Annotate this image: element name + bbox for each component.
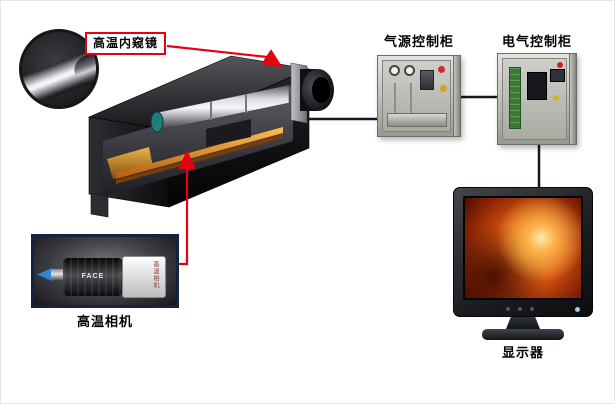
camera-side-marking: 高温相机 bbox=[152, 261, 158, 289]
yellow-knob-icon bbox=[440, 85, 447, 92]
air-cabinet-panel bbox=[382, 60, 451, 132]
air-cabinet-label: 气源控制柜 bbox=[383, 34, 454, 49]
monitor bbox=[453, 187, 593, 317]
camera-photo: FACE 高温相机 bbox=[31, 234, 179, 308]
air-regulator-block bbox=[420, 70, 434, 90]
red-line-endoscope-callout bbox=[166, 44, 283, 68]
lens-opening bbox=[312, 77, 330, 103]
monitor-button-icon bbox=[530, 307, 534, 311]
connector-lines bbox=[166, 44, 541, 266]
red-indicator-icon bbox=[557, 62, 563, 68]
yellow-indicator-icon bbox=[553, 95, 559, 101]
camera-back-module: 高温相机 bbox=[122, 256, 166, 298]
pressure-gauge-icon bbox=[389, 65, 400, 76]
protective-housing bbox=[87, 55, 334, 218]
monitor-button-icon bbox=[506, 307, 510, 311]
red-knob-icon bbox=[438, 66, 445, 73]
electronic-module bbox=[527, 72, 547, 100]
circuit-board bbox=[509, 67, 521, 129]
guide-rail bbox=[116, 127, 283, 179]
cabinet-door-edge bbox=[569, 54, 576, 144]
power-led-icon bbox=[575, 307, 580, 312]
guide-rail-shadow bbox=[116, 134, 283, 184]
camera-label: 高温相机 bbox=[76, 314, 133, 329]
monitor-stand-base bbox=[482, 329, 564, 340]
air-pipe bbox=[394, 83, 396, 119]
air-pipe bbox=[410, 83, 412, 119]
monitor-buttons bbox=[506, 307, 542, 312]
electronic-module bbox=[550, 69, 565, 82]
monitor-label: 显示器 bbox=[501, 345, 544, 360]
carriage-block bbox=[206, 119, 251, 147]
monitor-screen-furnace-view bbox=[463, 196, 583, 300]
camera-body: FACE bbox=[63, 258, 123, 296]
housing-foot bbox=[90, 192, 109, 218]
blue-arrow-icon bbox=[37, 268, 52, 281]
electric-cabinet-label: 电气控制柜 bbox=[501, 34, 572, 49]
camera-lens bbox=[51, 269, 64, 280]
tube-end-ring bbox=[150, 111, 164, 133]
monitor-button-icon bbox=[518, 307, 522, 311]
red-line-camera-callout bbox=[178, 149, 196, 266]
endoscope-label: 高温内窥镜 bbox=[85, 32, 167, 55]
pressure-gauge-icon bbox=[404, 65, 415, 76]
filter-unit bbox=[387, 113, 447, 127]
drive-mechanism bbox=[107, 147, 153, 179]
monitor-stand-neck bbox=[506, 317, 540, 329]
air-cabinet bbox=[377, 55, 461, 137]
electric-cabinet-panel bbox=[502, 58, 567, 140]
camera-brand-text: FACE bbox=[81, 273, 105, 280]
cabinet-door-edge bbox=[453, 56, 460, 136]
electric-cabinet bbox=[497, 53, 577, 145]
